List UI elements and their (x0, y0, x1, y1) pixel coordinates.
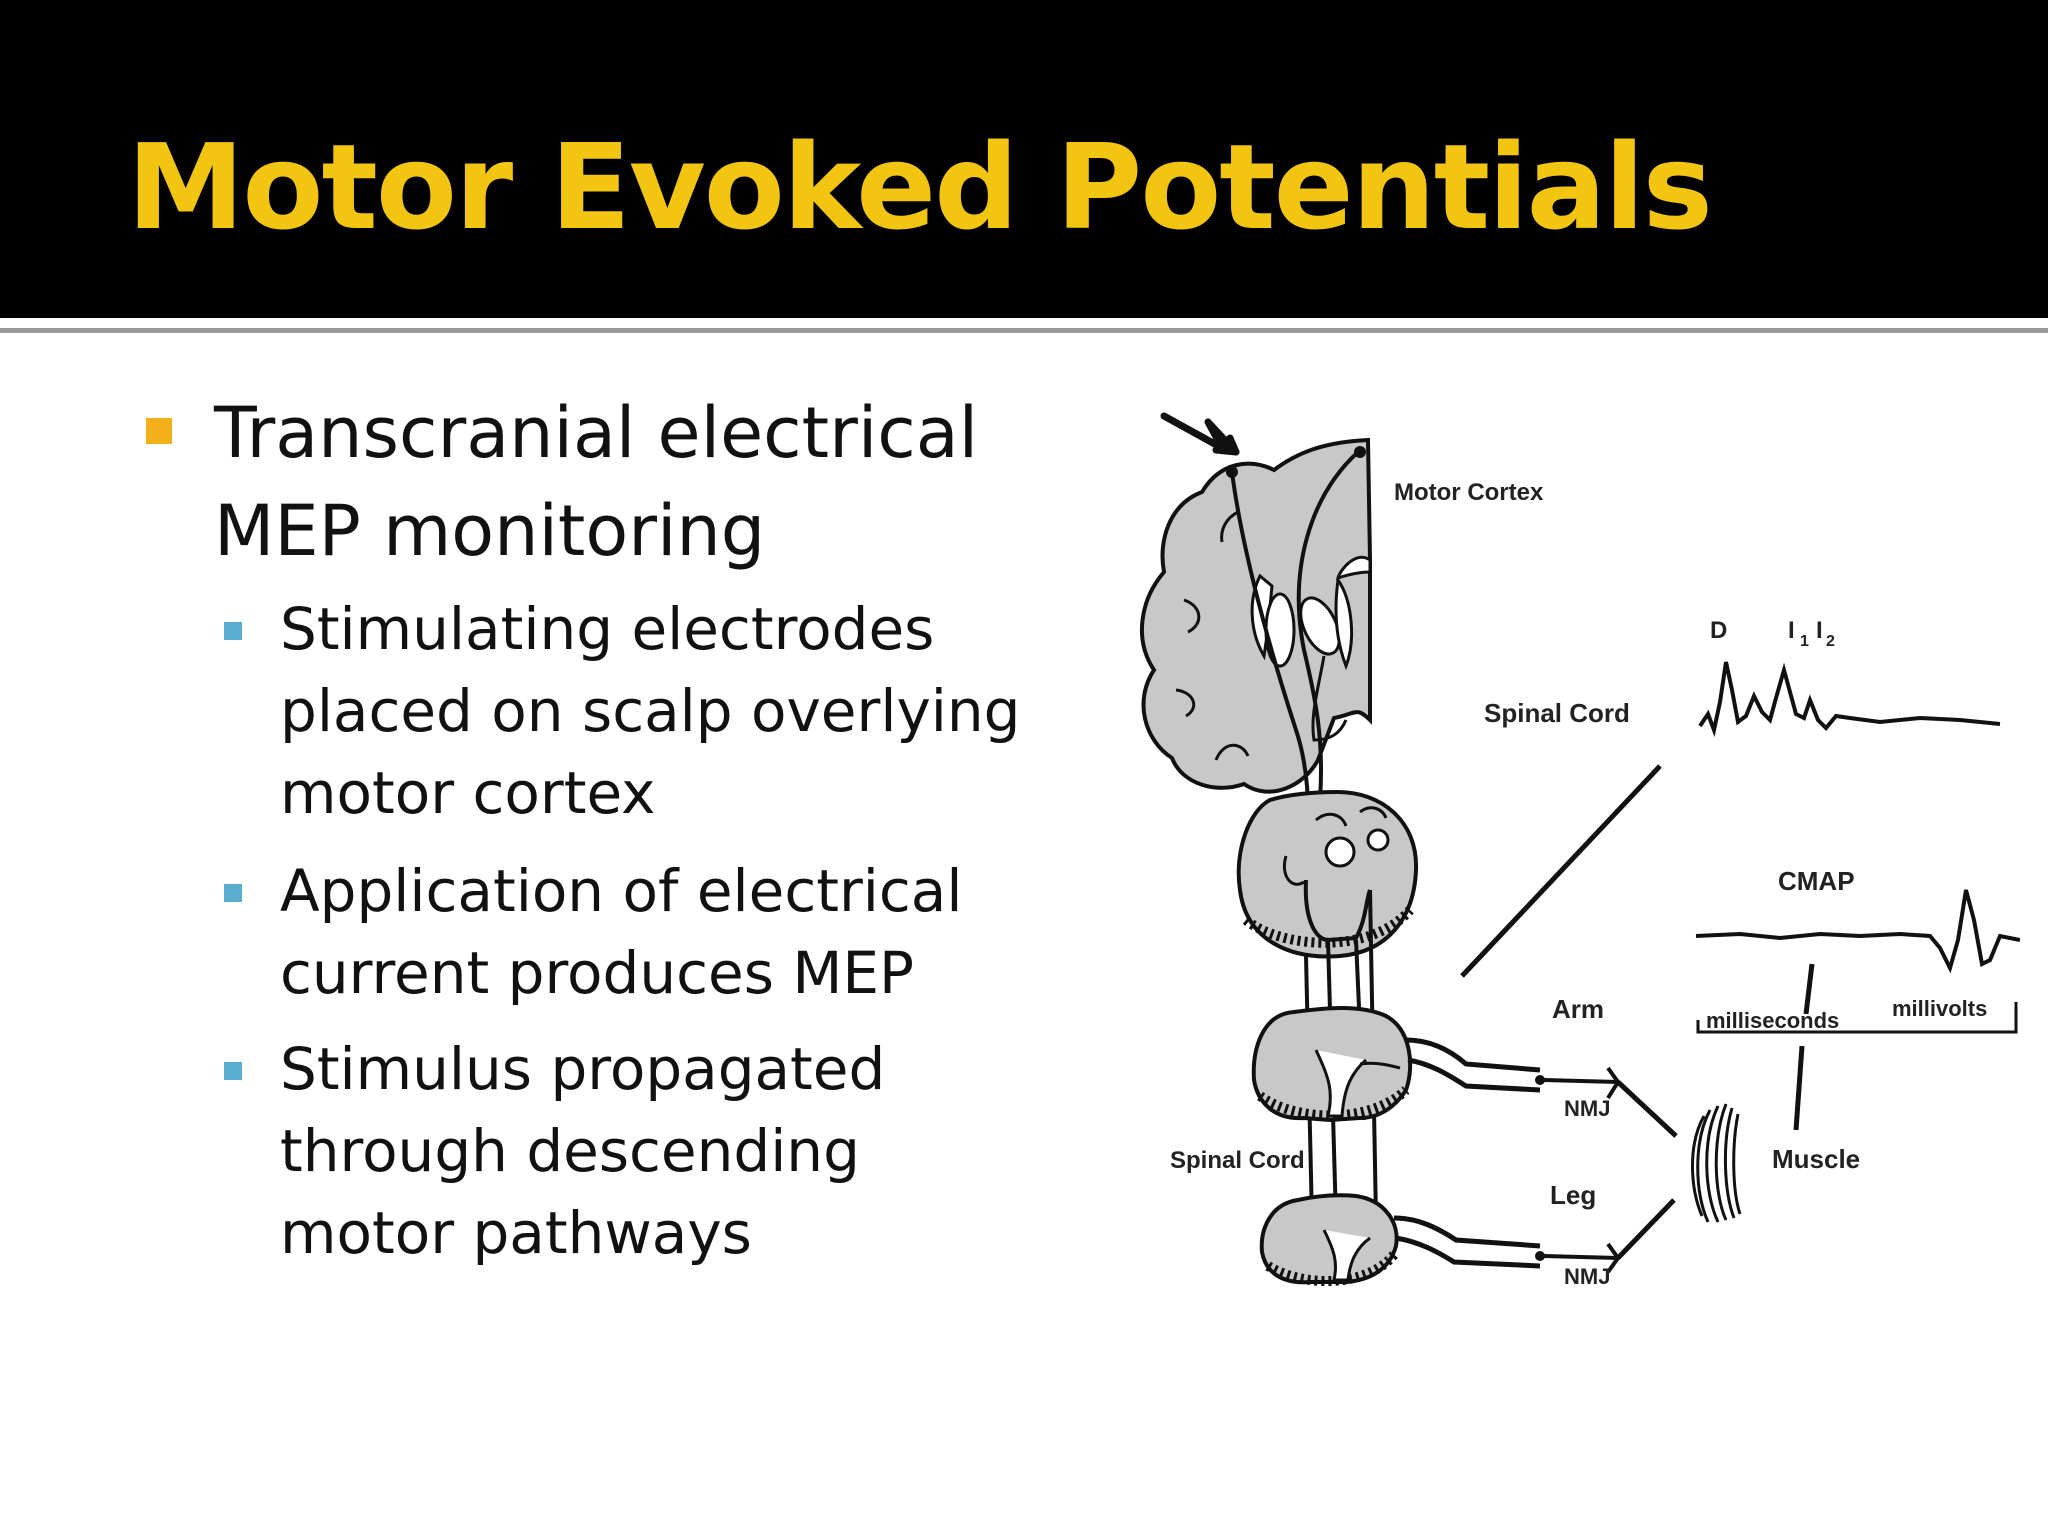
bullet-marker-sub-2 (224, 884, 242, 902)
label-motor-cortex: Motor Cortex (1394, 479, 1544, 506)
bullet-marker-main (146, 418, 172, 444)
label-leg: Leg (1550, 1180, 1596, 1210)
label-i2-wave: I (1816, 617, 1823, 644)
spinal-cord-section-arm (1251, 1006, 1545, 1123)
spinal-cord-section-leg (1259, 1193, 1545, 1287)
cmap-trace (1695, 889, 2020, 974)
mep-pathway-diagram: Motor Cortex Spinal Cord Spinal Cord D I… (1120, 400, 2020, 1320)
label-milliseconds: milliseconds (1706, 1008, 1839, 1033)
sub-bullet-2: Application of electrical current produc… (280, 857, 963, 1007)
muscle-icon (1691, 1103, 1742, 1223)
title-divider (0, 328, 2048, 333)
d-i-wave-trace (1698, 661, 2001, 738)
brainstem-section (1236, 789, 1419, 959)
stimulus-arrow-icon (1160, 412, 1240, 456)
bullet-marker-sub-3 (224, 1062, 242, 1080)
label-millivolts: millivolts (1892, 996, 1987, 1021)
label-i1-subscript: 1 (1800, 633, 1809, 650)
diagram-svg: Motor Cortex Spinal Cord Spinal Cord D I… (1140, 412, 2020, 1289)
slide-title: Motor Evoked Potentials (127, 118, 1713, 256)
sub-bullet-1: Stimulating electrodes placed on scalp o… (280, 595, 1021, 827)
label-spinal-cord-lower: Spinal Cord (1170, 1147, 1305, 1174)
sub-bullet-3: Stimulus propagated through descending m… (280, 1035, 886, 1267)
label-nmj-arm: NMJ (1564, 1096, 1610, 1121)
pointer-lines (1460, 764, 1815, 1260)
label-i2-subscript: 2 (1826, 633, 1835, 650)
nmj-endings (1543, 1066, 1621, 1274)
label-cmap: CMAP (1778, 866, 1855, 896)
bullet-main: Transcranial electrical MEP monitoring (214, 392, 979, 572)
label-spinal-cord-upper: Spinal Cord (1484, 698, 1630, 728)
label-nmj-leg: NMJ (1564, 1264, 1610, 1289)
label-muscle: Muscle (1772, 1144, 1860, 1174)
label-i1-wave: I (1788, 617, 1795, 644)
scale-bar (1696, 1002, 2018, 1034)
label-d-wave: D (1710, 617, 1727, 644)
label-arm: Arm (1552, 994, 1604, 1024)
bullet-marker-sub-1 (224, 622, 242, 640)
title-bar: Motor Evoked Potentials (0, 0, 2048, 318)
